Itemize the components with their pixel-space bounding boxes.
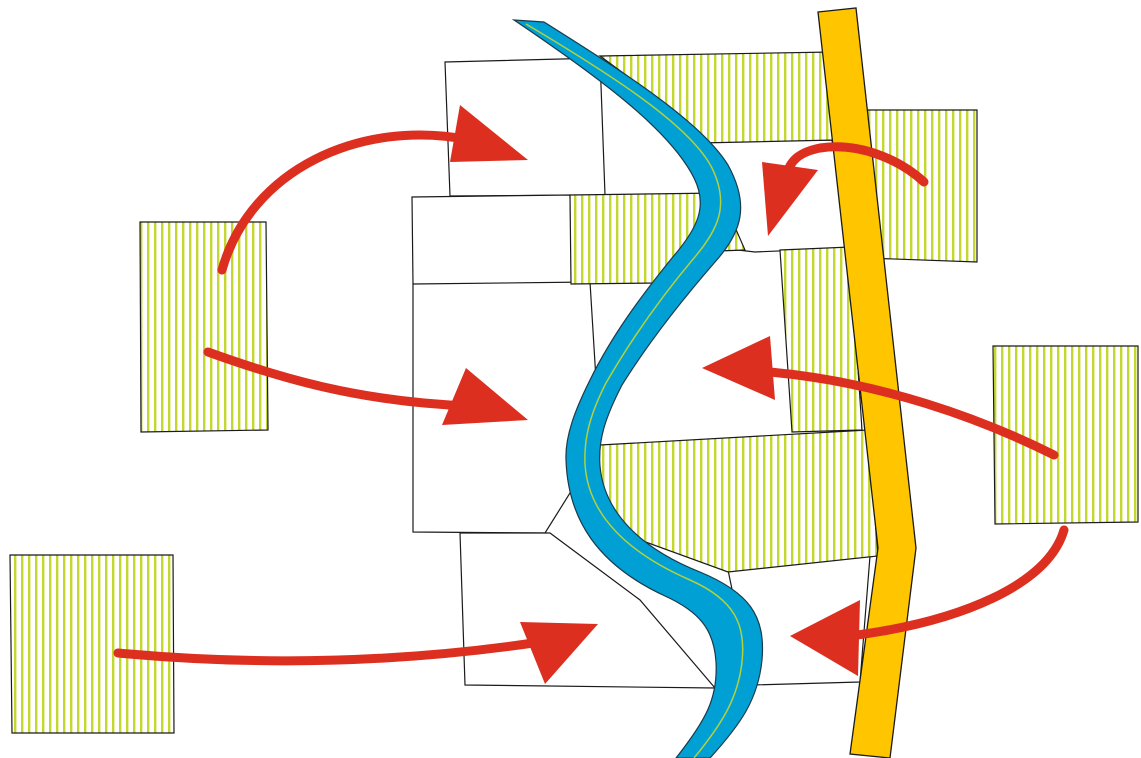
arrows <box>113 130 1069 666</box>
arrow-shaft <box>113 637 545 666</box>
arrow-shaft <box>765 367 1059 460</box>
arrowhead <box>450 105 528 162</box>
arrow-shaft <box>781 142 929 187</box>
arrow-shaft <box>203 347 475 411</box>
plot-outline <box>459 532 717 689</box>
hatched-zone-left <box>139 221 269 433</box>
arrowhead <box>702 336 775 400</box>
hatched-zones <box>9 51 1139 734</box>
arrowhead <box>520 622 598 684</box>
arrow-shaft <box>845 525 1069 641</box>
arrowhead <box>762 162 818 236</box>
hatched-zone-bottom-left <box>9 554 175 734</box>
arrowhead <box>442 368 528 425</box>
plot-outline <box>411 194 573 286</box>
arrow-shaft <box>217 130 475 275</box>
arrowheads <box>442 105 860 684</box>
arrowhead <box>790 600 860 676</box>
river-edge-line <box>525 23 744 758</box>
hatched-zone-right <box>992 345 1139 525</box>
